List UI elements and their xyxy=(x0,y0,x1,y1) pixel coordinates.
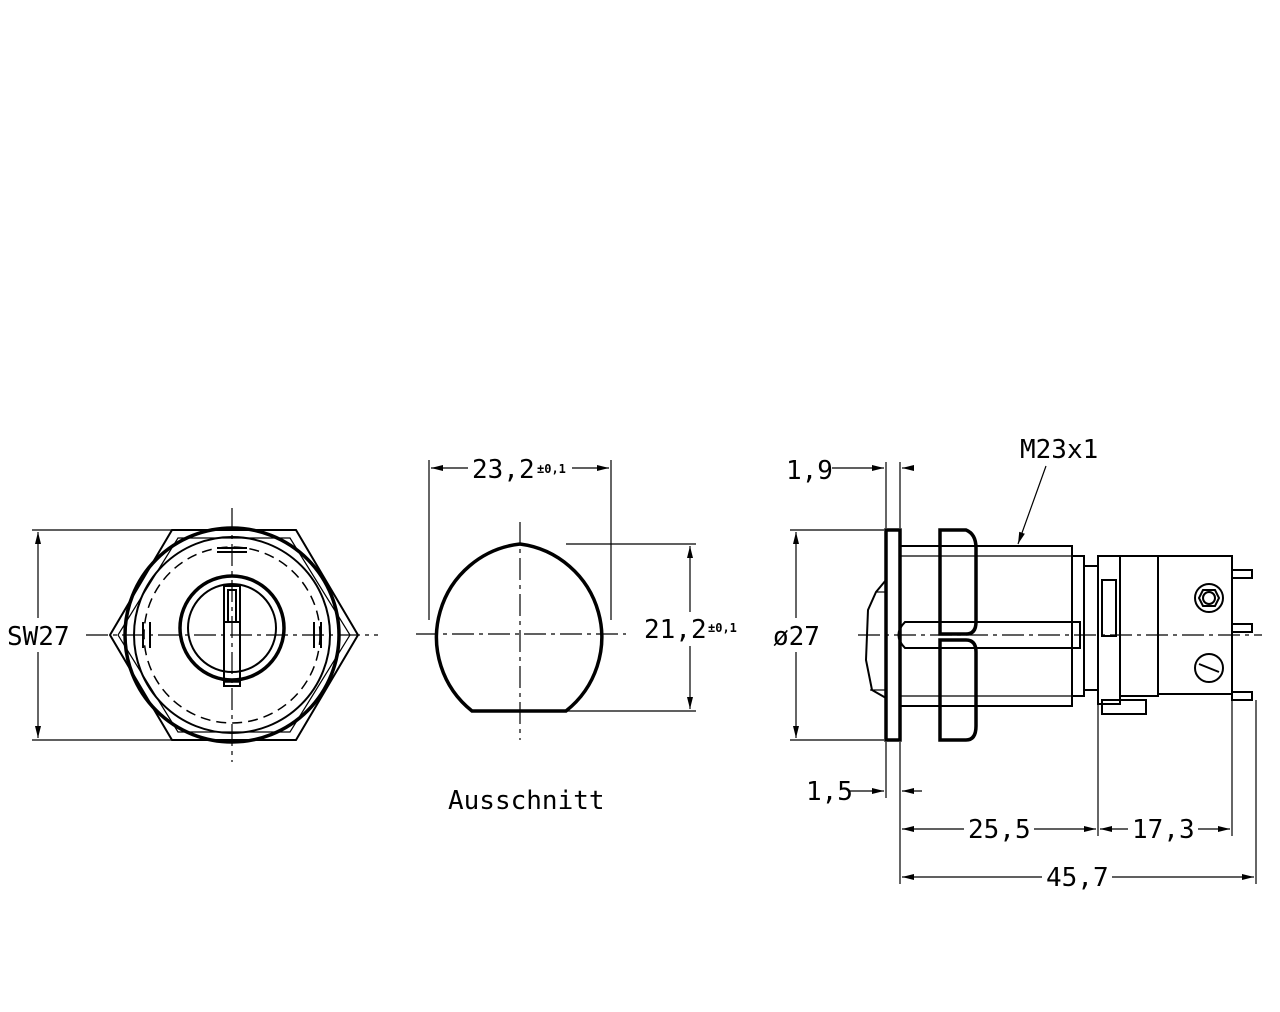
dim-sw27: SW27 xyxy=(7,622,70,652)
dim-diameter: ø27 xyxy=(773,622,820,652)
bezel-dome xyxy=(864,579,887,699)
cutout-caption: Ausschnitt xyxy=(448,786,605,816)
dim-cutout-width: 23,2 xyxy=(472,455,535,485)
terminal-screw-bottom xyxy=(1194,653,1224,683)
side-view: M23x1 1,9 ø27 1,5 25,5 17,3 xyxy=(770,435,1262,893)
dim-body: 25,5 xyxy=(968,815,1031,845)
thread-label: M23x1 xyxy=(1020,435,1098,465)
front-view: SW27 xyxy=(4,508,378,762)
dim-cutout-height: 21,2 xyxy=(644,615,707,645)
terminal-screw-top xyxy=(1194,583,1224,613)
dim-total: 45,7 xyxy=(1046,863,1109,893)
shaft xyxy=(897,621,1081,649)
dim-gap: 1,5 xyxy=(806,777,853,807)
dim-switch: 17,3 xyxy=(1132,815,1195,845)
cutout-outline xyxy=(434,542,604,713)
cutout-view: 23,2 ±0,1 21,2 ±0,1 Ausschnitt xyxy=(416,452,744,816)
dim-cutout-height-tol: ±0,1 xyxy=(708,621,737,635)
threaded-body xyxy=(899,545,1073,707)
dim-cutout-width-tol: ±0,1 xyxy=(537,462,566,476)
hex-nut-outline xyxy=(108,529,360,741)
dim-flange: 1,9 xyxy=(786,456,833,486)
